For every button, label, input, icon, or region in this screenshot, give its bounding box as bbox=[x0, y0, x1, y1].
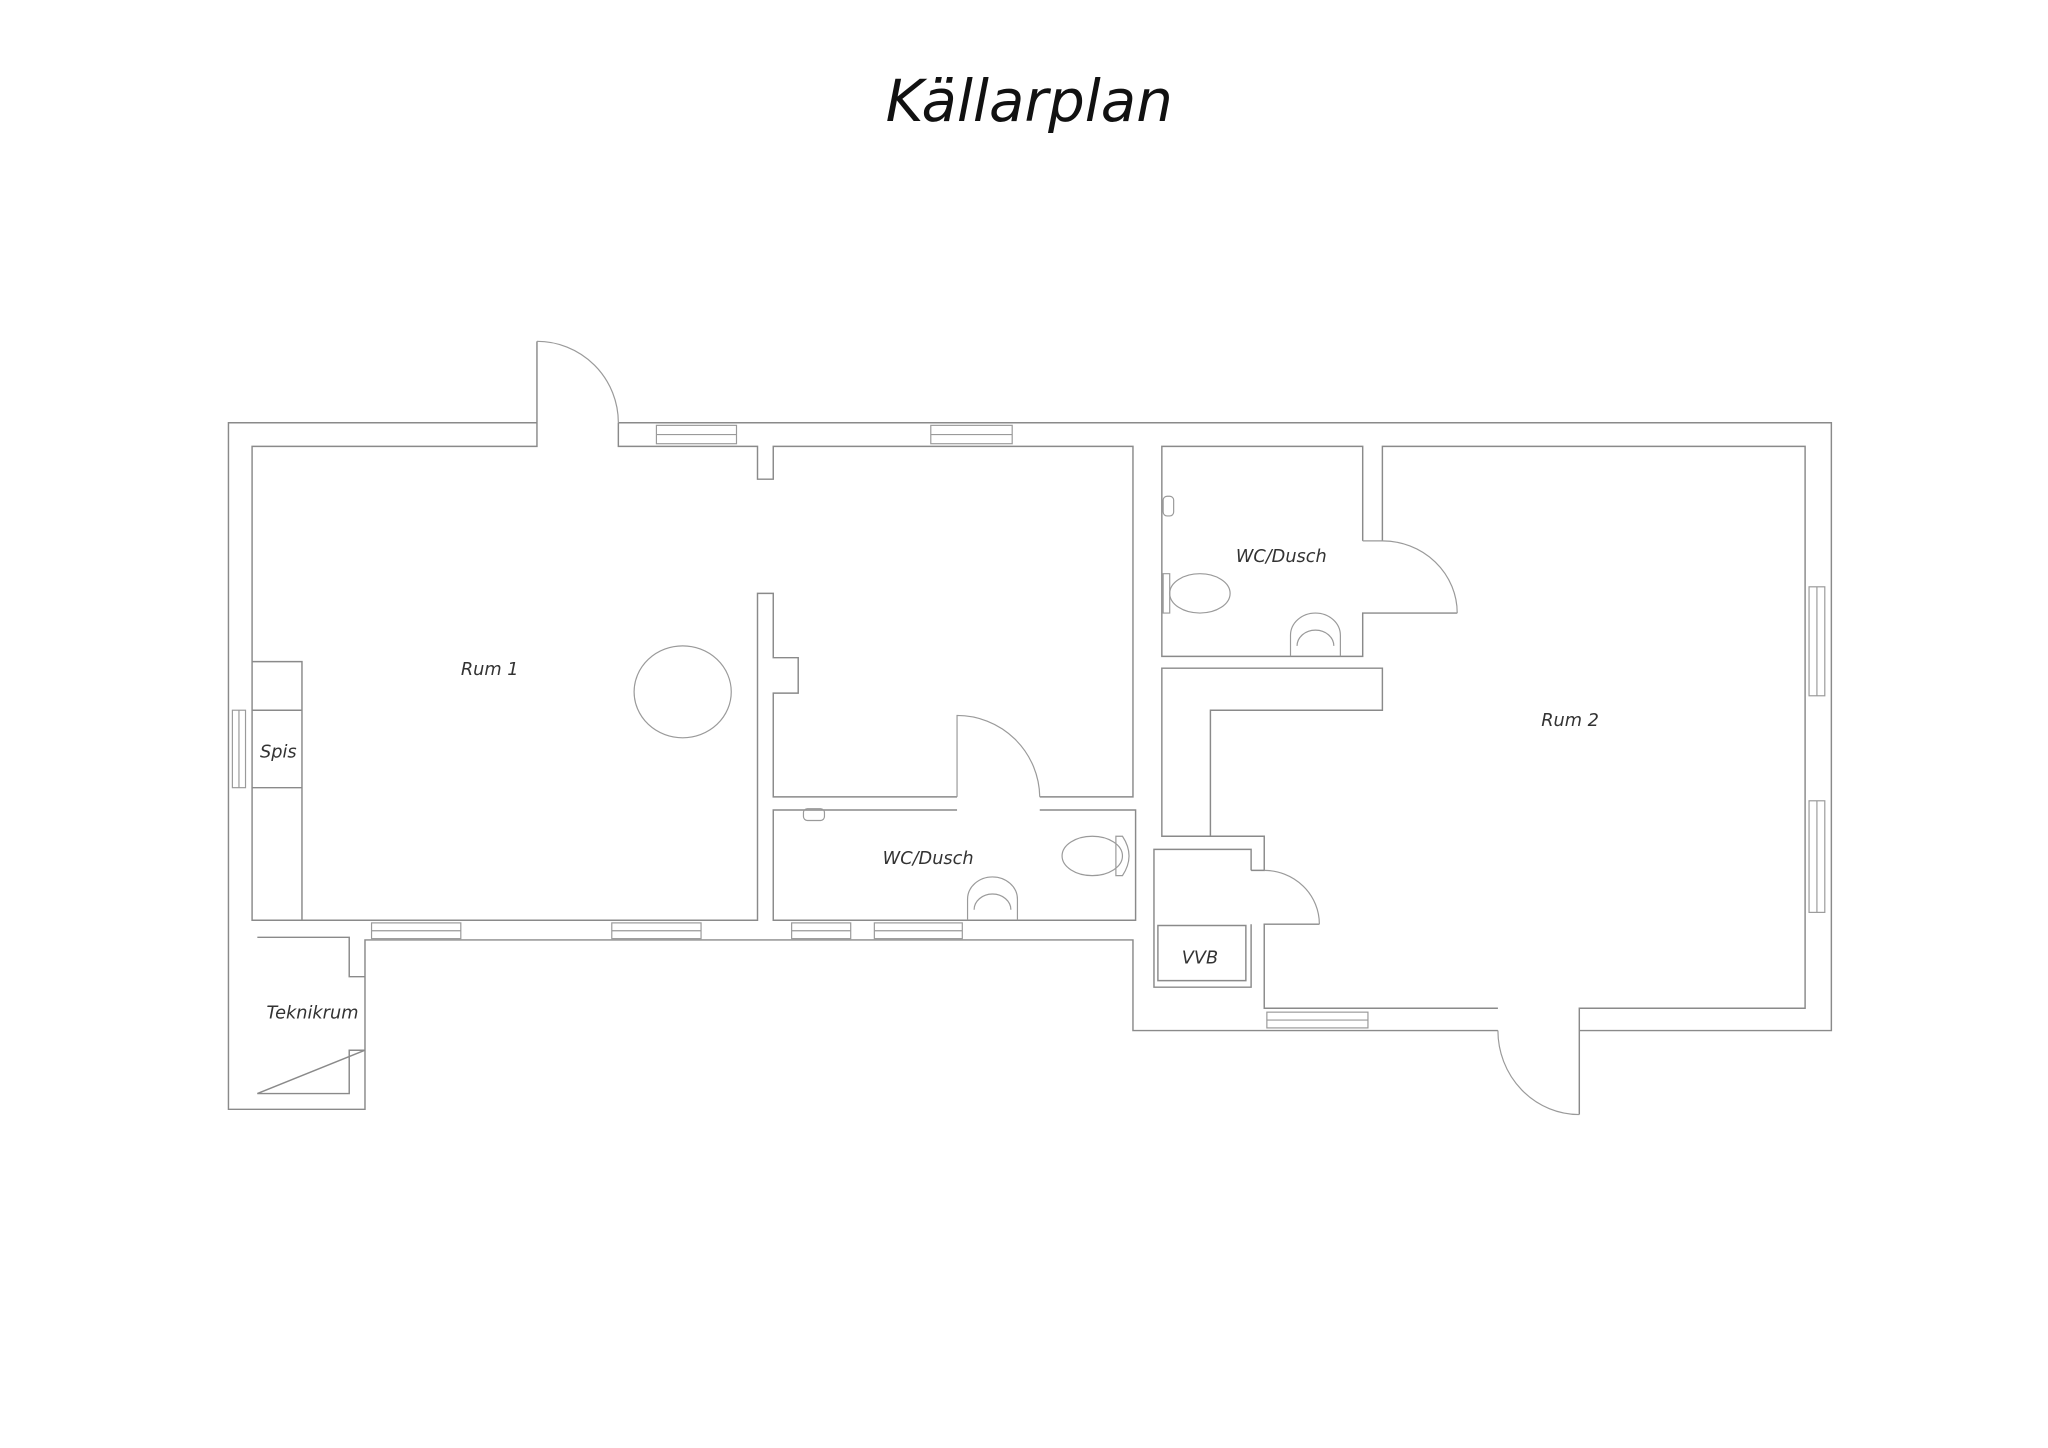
label-teknikrum: Teknikrum bbox=[266, 1004, 358, 1024]
door-wc2 bbox=[1362, 540, 1458, 614]
label-spis: Spis bbox=[260, 742, 297, 762]
label-rum1: Rum 1 bbox=[461, 660, 519, 680]
shower-icon bbox=[802, 808, 826, 822]
rum2-wall bbox=[1161, 445, 1806, 1115]
label-vvb: VVB bbox=[1182, 949, 1218, 969]
doors bbox=[536, 340, 1580, 1116]
sink-icon bbox=[1289, 612, 1341, 657]
toilet-icon bbox=[1162, 573, 1231, 614]
vvb-wall bbox=[1153, 848, 1252, 988]
label-rum2: Rum 2 bbox=[1541, 711, 1599, 731]
round-table bbox=[633, 645, 732, 739]
door-vvb bbox=[1264, 869, 1320, 925]
door-entrance-top bbox=[536, 340, 619, 423]
rum1-wall bbox=[251, 341, 1134, 921]
outer-wall bbox=[227, 421, 1833, 1111]
room-labels: Rum 1 Spis WC/Dusch Teknikrum WC/Dusch R… bbox=[260, 547, 1599, 1024]
toilet-icon bbox=[1061, 835, 1130, 877]
door-rum2-bottom bbox=[1497, 1030, 1580, 1116]
wc2-wall bbox=[1161, 445, 1458, 658]
shower-icon bbox=[1162, 495, 1175, 517]
walls bbox=[227, 341, 1833, 1115]
fixtures bbox=[633, 495, 1341, 921]
windows bbox=[231, 424, 1826, 1029]
label-wc2: WC/Dusch bbox=[1236, 547, 1327, 567]
label-wc1: WC/Dusch bbox=[883, 849, 974, 869]
teknikrum-wall bbox=[257, 936, 366, 1095]
plan-title: Källarplan bbox=[886, 67, 1173, 135]
sink-icon bbox=[966, 876, 1019, 921]
spis-box bbox=[252, 660, 303, 921]
door-wc1 bbox=[956, 714, 1041, 797]
